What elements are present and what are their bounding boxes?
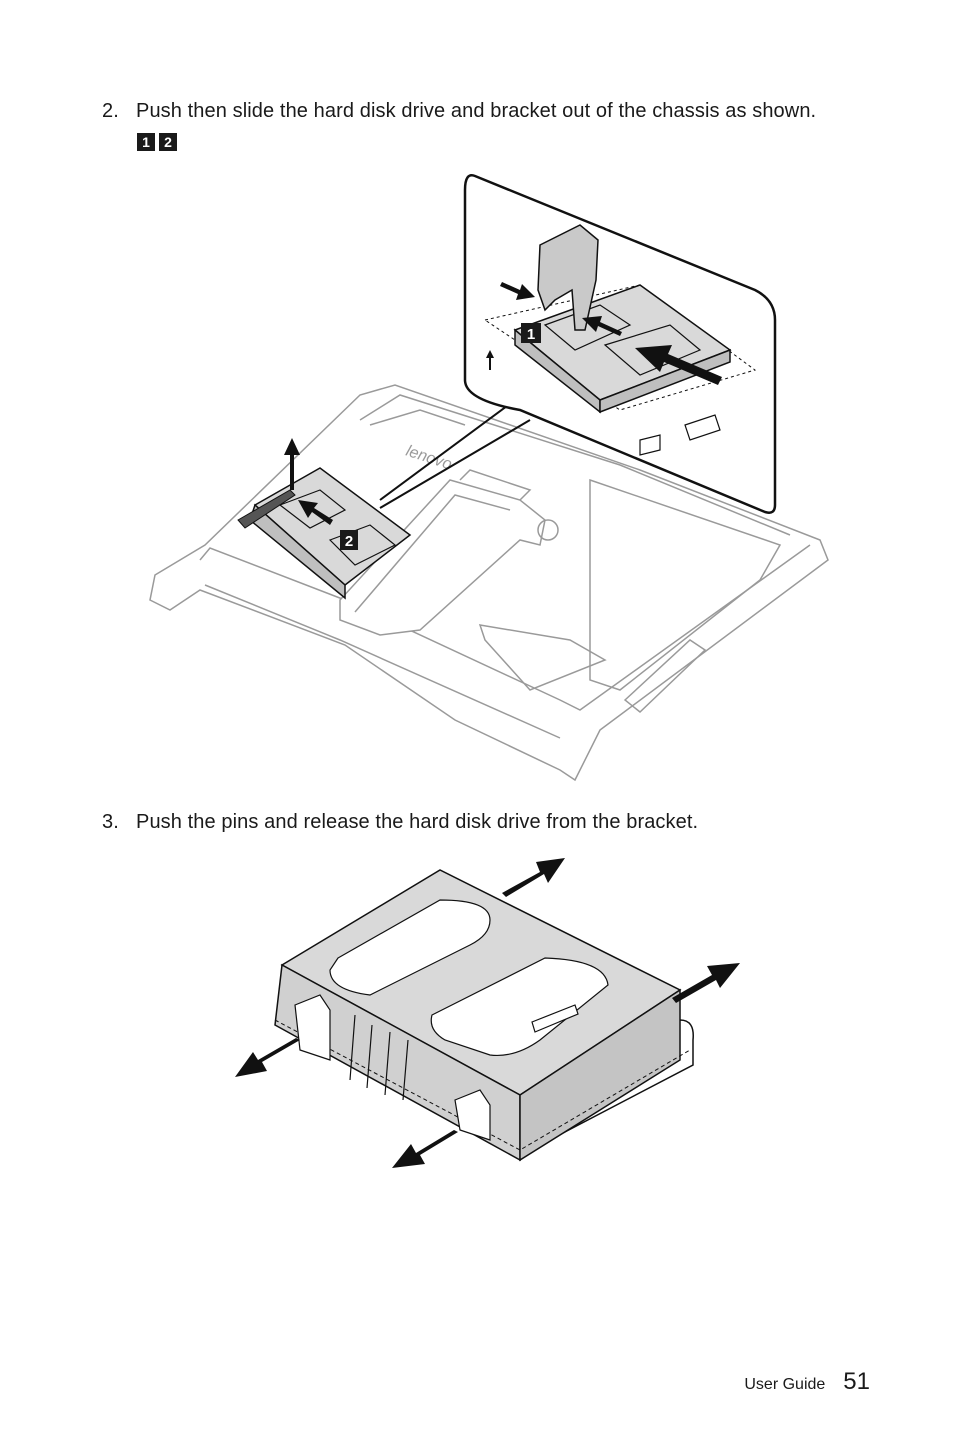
arrow-push-left-icon [500, 282, 535, 300]
arrow-down-left-1-icon [235, 1038, 300, 1077]
page-footer: User Guide 51 [744, 1368, 870, 1396]
callout-2: 2 [345, 533, 353, 550]
arrow-up-right-2-icon [672, 963, 740, 1003]
step-3-text: Push the pins and release the hard disk … [136, 811, 699, 833]
step-2-number: 2. [102, 100, 119, 122]
arrow-down-left-2-icon [392, 1130, 458, 1168]
step-3-number: 3. [102, 811, 119, 833]
arrow-push-pin-icon [582, 316, 622, 336]
arrow-up-icon [284, 438, 300, 490]
page-number: 51 [843, 1368, 870, 1395]
hdd-with-bracket [274, 869, 694, 1162]
step-badge-1: 1 [137, 133, 155, 151]
arrow-small-up-icon [486, 350, 494, 370]
step-badges: 1 2 [137, 133, 177, 151]
figure-hdd-removal: lenovo 2 1 [149, 174, 829, 782]
step-badge-2: 2 [159, 133, 177, 151]
callout-1-box [521, 323, 541, 343]
step-2-text: Push then slide the hard disk drive and … [136, 100, 817, 122]
step-2: 2. Push then slide the hard disk drive an… [102, 100, 816, 123]
hdd-in-chassis [237, 467, 412, 600]
step-3: 3. Push the pins and release the hard dis… [102, 811, 698, 834]
arrow-up-right-1-icon [502, 858, 565, 897]
arrow-slide-icon [298, 500, 333, 525]
hand-icon [537, 224, 599, 331]
zoom-connector [379, 399, 531, 509]
callout-2-box [340, 530, 358, 550]
callout-1: 1 [527, 326, 535, 343]
footer-label: User Guide [744, 1376, 826, 1393]
hdd-zoomed [483, 284, 757, 456]
arrow-slide-out-icon [635, 345, 722, 385]
